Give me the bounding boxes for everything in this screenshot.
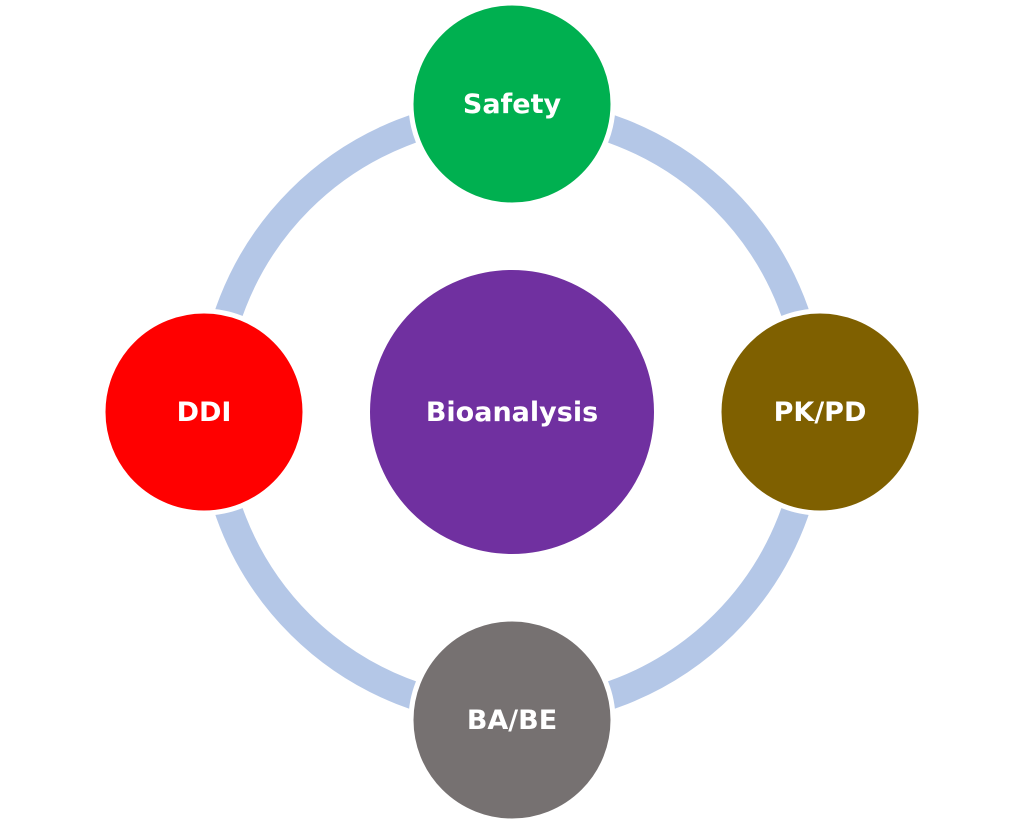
node-ddi-circle [100, 308, 308, 516]
node-ddi: DDI [100, 308, 308, 516]
node-pkpd-circle [716, 308, 924, 516]
node-safety: Safety [408, 0, 616, 208]
node-babe-label: BA/BE [467, 705, 557, 736]
node-ddi-label: DDI [177, 397, 232, 428]
node-safety-circle [408, 0, 616, 208]
center-label: Bioanalysis [426, 397, 598, 428]
node-pkpd: PK/PD [716, 308, 924, 516]
center-node-bioanalysis: Bioanalysis [366, 266, 658, 558]
node-babe: BA/BE [408, 616, 616, 824]
center-circle [366, 266, 658, 558]
node-safety-label: Safety [463, 89, 562, 120]
node-pkpd-label: PK/PD [774, 397, 867, 428]
node-babe-circle [408, 616, 616, 824]
